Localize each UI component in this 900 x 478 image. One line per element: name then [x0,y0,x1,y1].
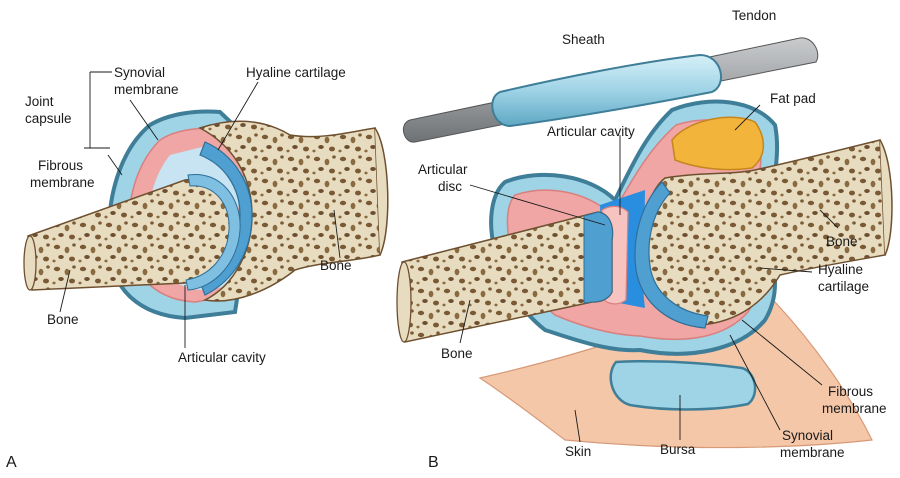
diagram-a [23,109,389,321]
hyaline-cartilage-b-right [634,181,709,329]
label-skin: Skin [565,444,591,459]
label-bone-a-left: Bone [47,312,79,327]
hyaline-cartilage-a-left [185,173,241,291]
label-sheath: Sheath [562,32,605,47]
sheath [491,53,722,128]
label-fibrous-membrane-a: Fibrous membrane [30,158,95,190]
bursa [609,360,757,411]
labels-b: Sheath Tendon Fat pad Articular cavity A… [418,8,887,471]
hyaline-cartilage-b-left [583,211,613,304]
fat-pad [671,116,764,171]
leader-lines [59,71,839,443]
hyaline-cartilage-a-right [199,141,253,296]
panel-label-b: B [428,454,439,471]
label-hyaline-cartilage-a: Hyaline cartilage [246,65,346,80]
label-bone-b-left: Bone [441,346,473,361]
label-articular-disc: Articular disc [418,162,471,194]
label-fibrous-membrane-b: Fibrous membrane [822,384,887,416]
label-synovial-membrane-a: Synovial membrane [114,65,179,97]
label-bursa: Bursa [660,442,696,457]
labels-a: Joint capsule Synovial membrane Fibrous … [6,65,352,471]
label-tendon: Tendon [732,8,776,23]
label-joint-capsule: Joint capsule [25,94,72,126]
label-articular-cavity-b: Articular cavity [547,124,635,139]
label-fat-pad: Fat pad [770,91,816,106]
label-hyaline-cartilage-b: Hyaline cartilage [818,262,869,294]
label-articular-cavity-a: Articular cavity [178,350,266,365]
diagram-b [396,37,893,449]
label-bone-b-right: Bone [826,234,858,249]
panel-label-a: A [6,454,17,471]
label-bone-a-right: Bone [320,258,352,273]
label-synovial-membrane-b: Synovial membrane [780,428,845,460]
